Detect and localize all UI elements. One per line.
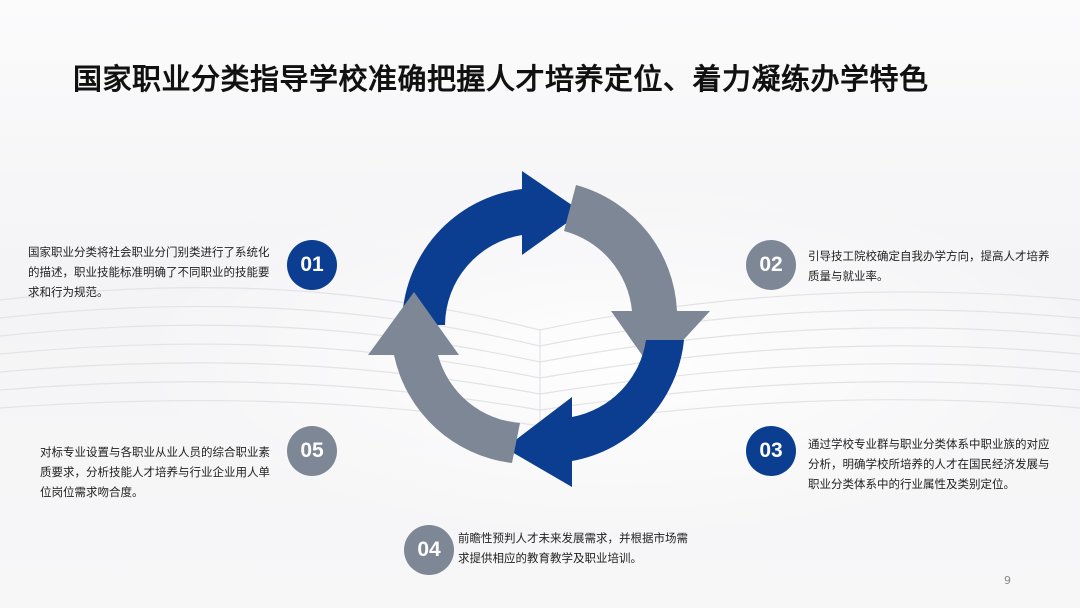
item-03-description: 通过学校专业群与职业分类体系中职业族的对应分析，明确学校所培养的人才在国民经济发… (808, 437, 1050, 491)
item-01-description: 国家职业分类将社会职业分门别类进行了系统化的描述，职业技能标准明确了不同职业的技… (28, 245, 270, 299)
badge-03-number: 03 (759, 439, 783, 462)
cycle-arrow-right-gray (564, 185, 710, 372)
badge-02-number: 02 (759, 253, 783, 276)
cycle-arrow-top-blue (402, 171, 582, 325)
badge-04: 04 (404, 525, 454, 575)
badge-03: 03 (746, 426, 796, 476)
badge-01-number: 01 (300, 253, 324, 276)
cycle-arrows-diagram (368, 171, 710, 487)
item-05-description: 对标专业设置与各职业从业人员的综合职业素质要求，分析技能人才培养与行业企业用人单… (40, 445, 270, 499)
badge-04-number: 04 (417, 538, 441, 561)
item-04-description: 前瞻性预判人才未来发展需求，并根据市场需求提供相应的教育教学及职业培训。 (458, 531, 688, 565)
badge-02: 02 (746, 240, 796, 290)
item-02-description: 引导技工院校确定自我办学方向，提高人才培养质量与就业率。 (808, 249, 1050, 283)
badge-05-number: 05 (300, 439, 324, 462)
badge-05: 05 (287, 426, 337, 476)
cycle-arrow-bottom-blue (505, 340, 684, 487)
page-title: 国家职业分类指导学校准确把握人才培养定位、着力凝练办学特色 (73, 62, 929, 96)
badge-01: 01 (287, 240, 337, 290)
cycle-arrow-left-gray (368, 292, 520, 463)
page-number: 9 (1004, 574, 1011, 587)
